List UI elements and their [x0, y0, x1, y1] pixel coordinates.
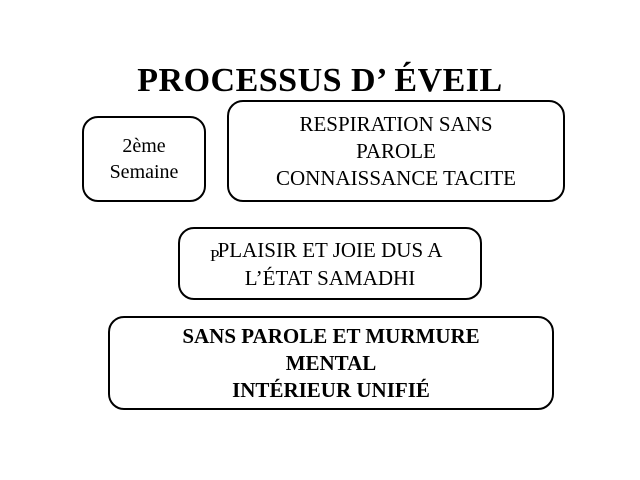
box-week-label: 2ème Semaine — [109, 135, 179, 183]
box-plaisir-label: PLAISIR ET JOIE DUS A L’ÉTAT SAMADHI — [217, 237, 443, 290]
box-respiration-label: RESPIRATION SANS PAROLE CONNAISSANCE TAC… — [275, 111, 517, 190]
page-title: PROCESSUS D’ ÉVEIL — [137, 61, 503, 99]
box-plaisir[interactable]: PLAISIR ET JOIE DUS A L’ÉTAT SAMADHI — [178, 227, 482, 300]
box-murmure[interactable]: SANS PAROLE ET MURMURE MENTAL INTÉRIEUR … — [108, 316, 554, 410]
box-murmure-label: SANS PAROLE ET MURMURE MENTAL INTÉRIEUR … — [182, 323, 480, 402]
box-respiration[interactable]: RESPIRATION SANS PAROLE CONNAISSANCE TAC… — [227, 100, 565, 202]
box-week[interactable]: 2ème Semaine — [82, 116, 206, 202]
